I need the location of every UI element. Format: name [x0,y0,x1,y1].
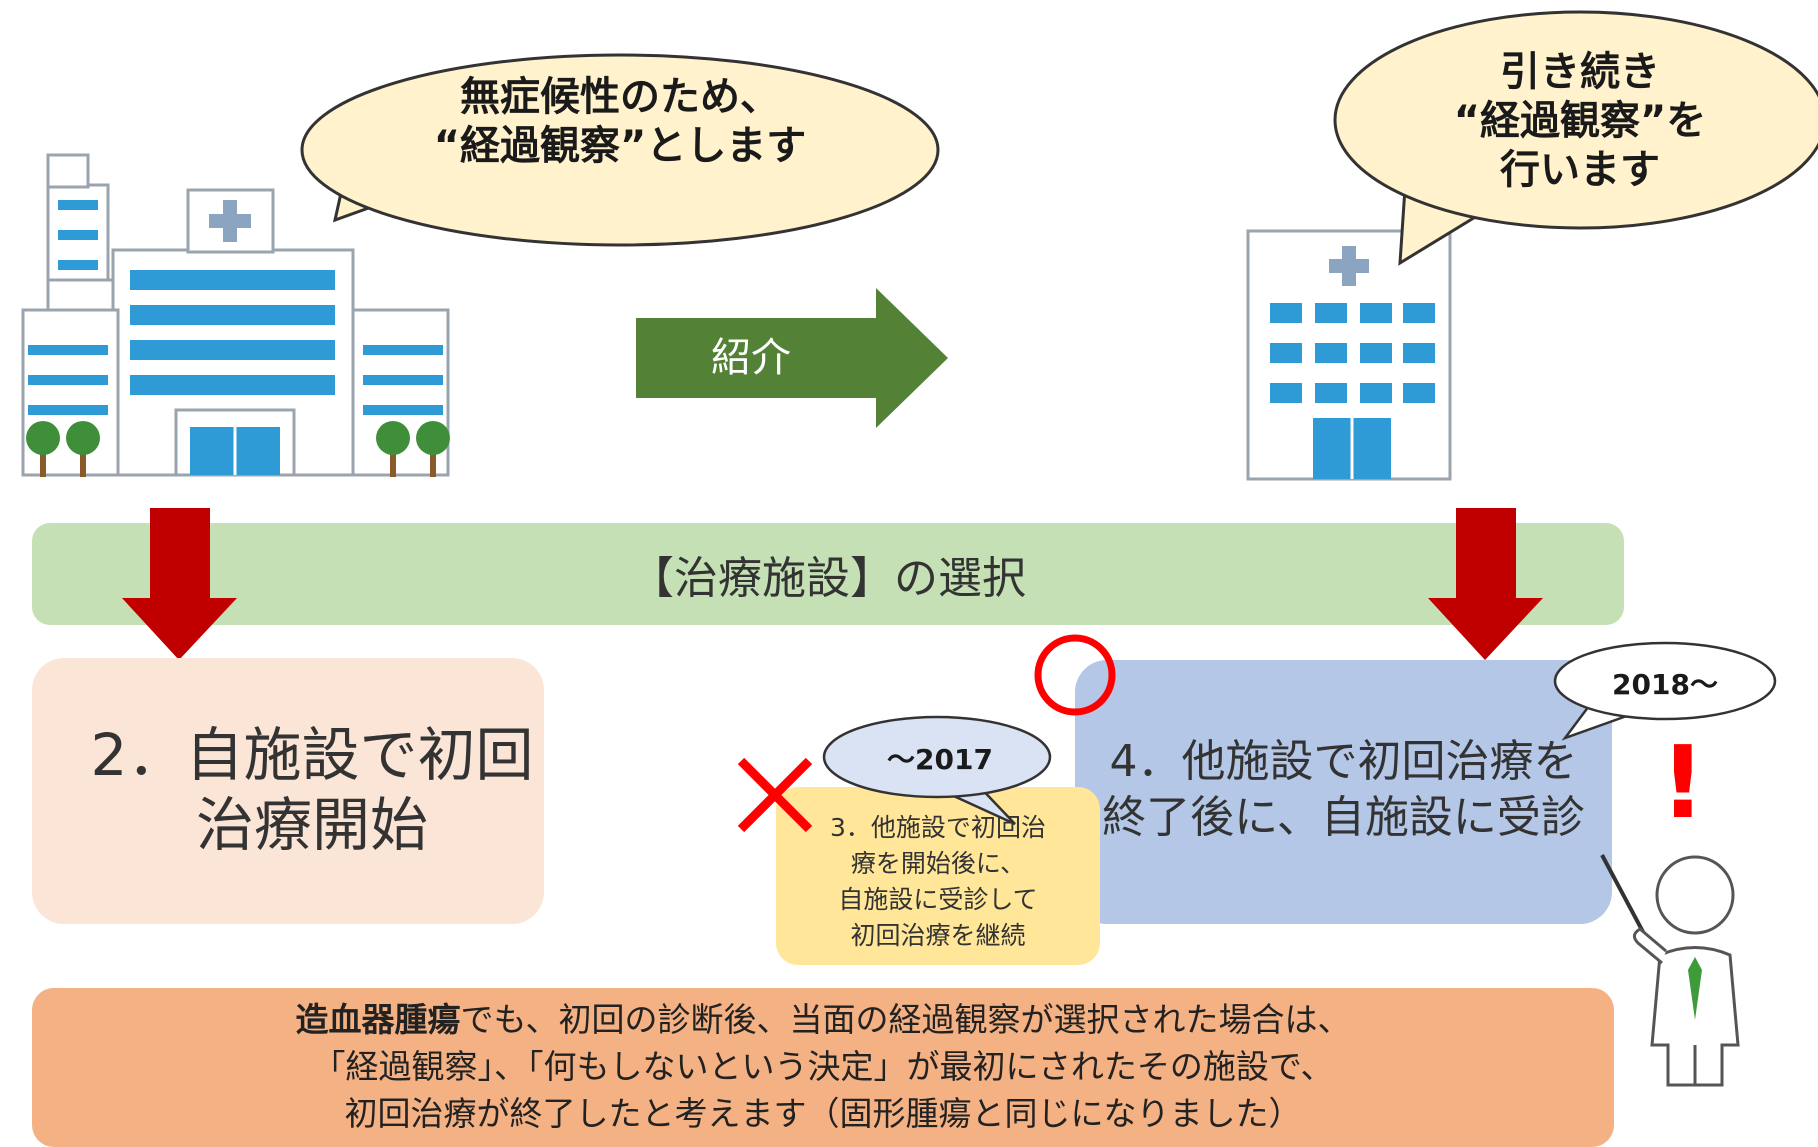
facility-selection-band [32,523,1624,625]
bottom-note-line-1-rest: でも、初回の診断後、当面の経過観察が選択された場合は、 [460,1000,1351,1039]
option-box-2-line: 2．自施設で初回 [90,721,534,789]
option-box-4-line: 4．他施設で初回治療を [1109,736,1578,787]
speech-right-line: 引き続き [1500,49,1660,95]
presenter-figure-illustration [1600,854,1740,1087]
speech-left-line: “経過観察”とします [433,123,807,169]
circle-mark-icon [1034,634,1116,716]
speech-bubble-right [1333,10,1818,266]
tag-bubble-2017 [822,715,1052,826]
option-box-3-line: 自施設に受診して [838,885,1038,914]
referral-arrow-label: 紹介 [711,335,791,381]
option-box-3-line: 初回治療を継続 [850,921,1026,950]
option-box-4-text: 4．他施設で初回治療を 終了後に、自施設に受診 [1075,734,1612,846]
option-box-4-line: 終了後に、自施設に受診 [1102,792,1585,843]
down-arrow-right [1428,508,1543,660]
tag-2017-label: ～2017 [887,743,993,776]
option-box-2 [32,658,544,924]
down-arrow-left [122,508,237,660]
bottom-note-box [32,988,1614,1147]
speech-text-right: 引き続き “経過観察”を 行います [1420,48,1740,195]
exclamation-icon: ! [1660,724,1706,841]
cross-mark-icon [737,757,813,833]
large-hospital-illustration [21,153,450,477]
option-box-2-line: 治療開始 [195,791,428,859]
speech-left-line: 無症候性のため、 [460,74,780,120]
referral-arrow [636,288,948,428]
bottom-note-text: 造血器腫瘍でも、初回の診断後、当面の経過観察が選択された場合は、 「経過観察」、… [32,996,1614,1137]
option-box-3-line: 療を開始後に、 [850,849,1026,878]
option-box-3-text: 3．他施設で初回治 療を開始後に、 自施設に受診して 初回治療を継続 [776,810,1100,954]
tag-bubble-2018 [1553,641,1777,741]
bottom-note-line-2: 「経過観察」、「何もしないという決定」が最初にされたその施設で、 [312,1047,1334,1086]
speech-bubble-left [300,53,940,247]
option-box-3 [776,787,1100,965]
speech-right-line: “経過観察”を [1453,98,1707,144]
bottom-note-line-1: 造血器腫瘍でも、初回の診断後、当面の経過観察が選択された場合は、 [32,996,1614,1043]
option-box-4 [1075,660,1612,924]
bottom-note-line-3: 初回治療が終了したと考えます（固形腫瘍と同じになりました） [344,1094,1302,1133]
tag-2018-label: 2018～ [1612,668,1718,701]
option-box-2-text: 2．自施設で初回 治療開始 [32,720,592,860]
facility-selection-label: 【治療施設】の選択 [630,553,1026,604]
bottom-note-emphasis: 造血器腫瘍 [295,1000,461,1039]
speech-right-line: 行います [1500,147,1660,193]
speech-text-left: 無症候性のため、 “経過観察”とします [330,73,910,171]
small-hospital-illustration [1246,229,1452,481]
